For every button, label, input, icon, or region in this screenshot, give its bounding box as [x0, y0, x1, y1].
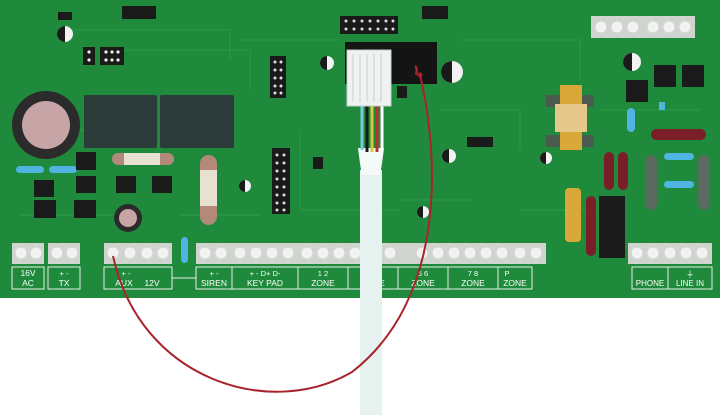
large-capacitor — [12, 91, 80, 159]
cyan-cap-small — [659, 102, 665, 110]
cyan-component-right-2 — [664, 181, 694, 188]
label-tx: TX — [59, 278, 70, 288]
top-connector-2 — [122, 6, 156, 19]
red-resistor-right — [651, 129, 706, 140]
resistor-horizontal — [112, 153, 174, 165]
resistor-vertical — [200, 155, 217, 225]
label-keypad-signs: + - D+ D- — [250, 269, 281, 278]
cyan-component-right-1 — [664, 153, 694, 160]
ribbon-cable — [346, 49, 392, 415]
cyan-component-1 — [16, 166, 44, 173]
grey-component-right-1 — [645, 155, 657, 210]
label-zone78-nums: 7 8 — [468, 269, 478, 278]
pin-header-vertical-2 — [272, 148, 290, 214]
cyan-component-2 — [49, 166, 77, 173]
transformer — [546, 85, 594, 150]
label-zone56-nums: 5 6 — [418, 269, 428, 278]
smd-blocks-left — [34, 152, 172, 218]
label-aux: AUX — [115, 278, 133, 288]
label-keypad: KEY PAD — [247, 278, 283, 288]
red-jumper-wire — [112, 64, 433, 393]
label-phone: PHONE — [636, 279, 664, 288]
capacitor-right — [623, 53, 641, 71]
cyan-jumper — [181, 237, 188, 263]
yellow-capacitor — [565, 188, 581, 242]
terminal-label-boxes — [11, 266, 713, 290]
capacitor-small-topleft — [57, 26, 73, 42]
top-connector-1 — [58, 12, 72, 20]
buzzer — [114, 204, 142, 232]
pin-header-top-center — [340, 16, 398, 34]
label-siren-signs: + - — [210, 269, 219, 278]
pin-header-small — [83, 47, 124, 65]
label-zone12: ZONE — [311, 278, 335, 288]
relay-left — [84, 95, 157, 148]
cyan-resistor-right — [627, 108, 635, 132]
label-line-in: LINE IN — [676, 279, 704, 288]
ic-chips-right — [626, 65, 704, 102]
label-zone-p: P — [504, 269, 509, 278]
label-ac: AC — [22, 278, 34, 288]
mounting-dots — [239, 56, 552, 218]
label-zone12-nums: 1 2 — [318, 269, 328, 278]
label-line-in-symbol: ⏚ — [686, 270, 694, 279]
label-tx-signs: + - — [60, 269, 69, 278]
pin-header-vertical-1 — [270, 56, 286, 98]
label-zone78: ZONE — [461, 278, 485, 288]
label-siren: SIREN — [201, 278, 227, 288]
label-aux-signs: + - — [122, 269, 131, 278]
relay-right — [160, 95, 234, 148]
black-block-right — [599, 196, 625, 258]
grey-component-right-2 — [698, 155, 710, 210]
socket-round-shade — [441, 61, 452, 83]
label-12v: 12V — [144, 278, 159, 288]
label-16v: 16V — [20, 268, 35, 278]
terminal-block-top-right — [591, 16, 695, 38]
dark-red-components — [586, 152, 628, 256]
top-connector-3 — [422, 6, 448, 19]
label-zone-p-text: ZONE — [503, 278, 527, 288]
label-zone56: ZONE — [411, 278, 435, 288]
